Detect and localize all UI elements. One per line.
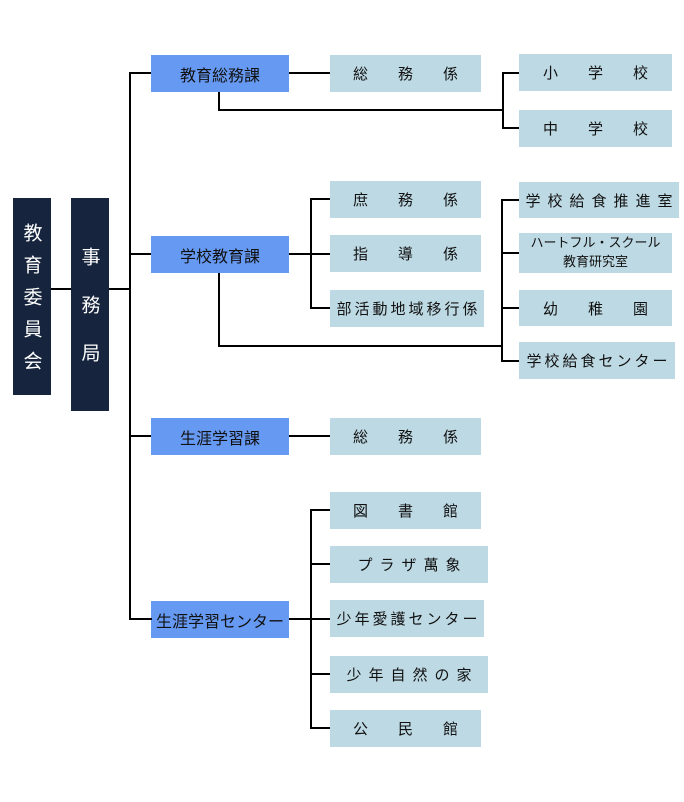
facility-shonen-shizen-label: 少年自然の家	[346, 666, 479, 684]
section-shomu-label: 庶 務 係	[352, 191, 458, 209]
division-shogai-center-label: 生涯学習センター	[155, 611, 284, 631]
connector-stub-heartful	[501, 252, 519, 254]
connector-trunk-division3	[129, 435, 151, 437]
section-shido-box: 指 導 係	[330, 235, 481, 272]
connector-center-bracket	[310, 509, 312, 729]
connector-division3-section	[289, 435, 330, 437]
division-gakko-kyoiku-label: 学校教育課	[179, 246, 260, 266]
connector-trunk	[129, 72, 131, 620]
section-somu-2-box: 総 務 係	[330, 418, 481, 455]
facility-kyushoku-suishin-label: 学校給食推進室	[525, 191, 680, 210]
facility-chugakko-label: 中 学 校	[542, 120, 648, 138]
facility-kyushoku-center-label: 学校給食センター	[526, 352, 671, 370]
facility-kominkan-box: 公 民 館	[330, 710, 481, 747]
facility-shonen-aigo-label: 少年愛護センター	[336, 610, 481, 628]
connector-stub-kyushoku-suishin	[501, 199, 519, 201]
facility-toshokan-box: 図 書 館	[330, 492, 481, 529]
connector-board-secretariat	[51, 288, 71, 290]
connector-division1-drop	[218, 92, 220, 111]
facility-toshokan-label: 図 書 館	[352, 502, 458, 520]
facility-heartful-school-label-line2: 教育研究室	[562, 255, 628, 270]
connector-schools-bracket	[502, 72, 504, 129]
connector-trunk-division1	[129, 72, 151, 74]
facility-shonen-aigo-box: 少年愛護センター	[330, 600, 484, 637]
connector-stub-kominkan	[310, 727, 330, 729]
connector-sections-bracket	[310, 198, 312, 309]
division-shogai-gakushu-box: 生涯学習課	[151, 418, 289, 455]
facility-shogakko-box: 小 学 校	[519, 54, 672, 91]
connector-stub-toshokan	[310, 509, 330, 511]
connector-trunk-division4	[129, 618, 152, 620]
section-bukatsudo-label: 部活動地域移行係	[336, 300, 481, 318]
facility-shogakko-label: 小 学 校	[542, 64, 648, 82]
facility-heartful-school-box: ハートフル・スクール 教育研究室	[519, 233, 672, 273]
section-bukatsudo-box: 部活動地域移行係	[330, 290, 484, 327]
secretariat-label: 事務局	[78, 247, 101, 391]
connector-stub-shonen-shizen	[310, 673, 330, 675]
division-shogai-center-box: 生涯学習センター	[151, 601, 289, 638]
connector-facilities-bracket	[501, 199, 503, 362]
connector-stub-shomu	[310, 198, 330, 200]
facility-yochien-box: 幼 稚 園	[519, 290, 672, 326]
connector-division1-feed	[218, 109, 504, 111]
facility-heartful-school-label-line1: ハートフル・スクール	[530, 236, 661, 251]
section-somu-1-label: 総 務 係	[352, 65, 458, 83]
connector-stub-chugakko	[502, 127, 519, 129]
facility-kominkan-label: 公 民 館	[352, 720, 458, 738]
board-of-education-box: 教育委員会	[13, 198, 51, 395]
facility-yochien-label: 幼 稚 園	[542, 299, 648, 318]
connector-stub-yochien	[501, 307, 519, 309]
facility-plaza-bansho-label: プラザ萬象	[357, 556, 468, 574]
connector-stub-kyushoku-center	[501, 360, 519, 362]
section-somu-2-label: 総 務 係	[352, 428, 458, 446]
connector-division2-sections-feed	[289, 253, 330, 255]
facility-chugakko-box: 中 学 校	[519, 110, 672, 147]
facility-kyushoku-center-box: 学校給食センター	[519, 342, 675, 379]
board-of-education-label: 教育委員会	[20, 223, 43, 383]
connector-trunk-division2	[129, 253, 151, 255]
division-shogai-gakushu-label: 生涯学習課	[179, 428, 260, 448]
section-shido-label: 指 導 係	[352, 245, 458, 263]
section-somu-1-box: 総 務 係	[330, 55, 481, 92]
facility-shonen-shizen-box: 少年自然の家	[330, 656, 488, 693]
connector-division1-section	[289, 72, 330, 74]
connector-division2-drop	[218, 273, 220, 347]
facility-plaza-bansho-box: プラザ萬象	[330, 546, 488, 583]
division-kyoiku-somu-box: 教育総務課	[151, 55, 289, 92]
secretariat-box: 事務局	[71, 198, 109, 411]
connector-stub-plaza-bansho	[310, 563, 330, 565]
connector-secretariat-trunk	[109, 288, 131, 290]
facility-kyushoku-suishin-box: 学校給食推進室	[519, 182, 679, 218]
section-shomu-box: 庶 務 係	[330, 181, 481, 218]
division-gakko-kyoiku-box: 学校教育課	[151, 236, 289, 273]
connector-stub-shogakko	[502, 72, 519, 74]
connector-stub-bukatsudo	[310, 307, 330, 309]
connector-division2-feed	[218, 345, 503, 347]
connector-division4-feed	[289, 618, 330, 620]
division-kyoiku-somu-label: 教育総務課	[179, 65, 260, 85]
